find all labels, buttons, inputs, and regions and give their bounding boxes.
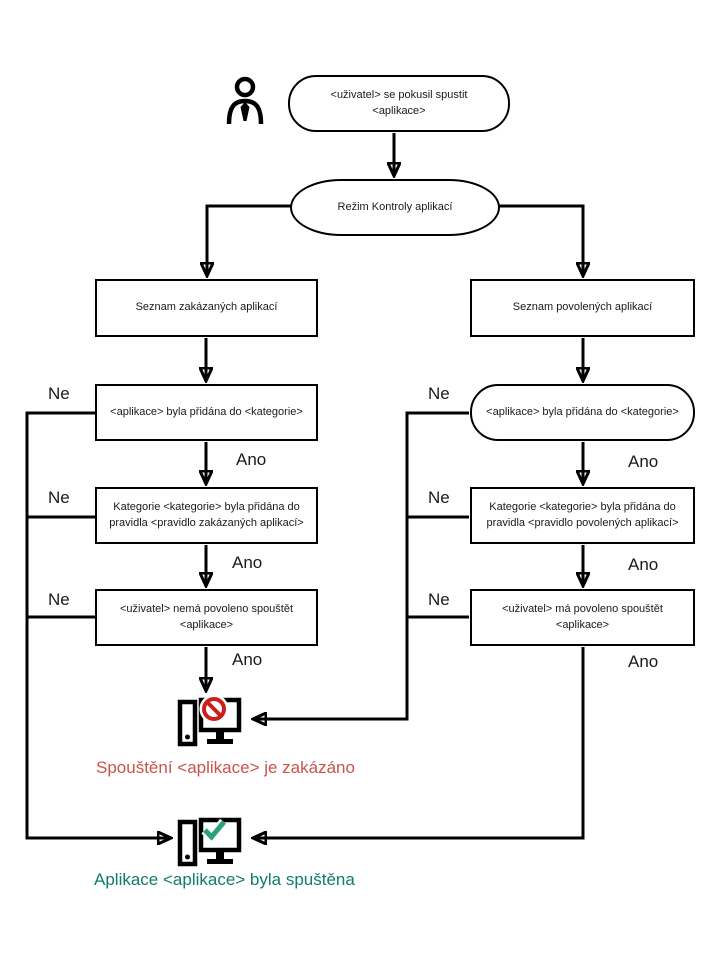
label-allowed-no-2: Ne: [428, 488, 450, 507]
edge-allowed-step3-started: [254, 647, 585, 838]
node-denied-category-check: <aplikace> byla přidána do <kategorie>: [95, 384, 318, 441]
node-denied-list: Seznam zakázaných aplikací: [95, 279, 318, 337]
edge-denied-no-rail: [25, 411, 170, 838]
node-allowed-rule-check-line1: Kategorie <kategorie> byla přidána do: [489, 501, 676, 514]
label-allowed-yes-3: Ano: [628, 652, 659, 671]
label-denied-yes-1: Ano: [236, 450, 267, 469]
node-allowed-user-check-line1: <uživatel> má povoleno spouštět: [502, 603, 663, 616]
node-control-mode: Režim Kontroly aplikací: [290, 179, 500, 236]
node-denied-user-check-line1: <uživatel> nemá povoleno spouštět: [119, 603, 294, 616]
node-control-mode-label: Režim Kontroly aplikací: [337, 200, 453, 213]
node-allowed-user-check-line2: <aplikace>: [555, 618, 610, 631]
node-denied-rule-check: Kategorie <kategorie> byla přidána do pr…: [95, 487, 318, 544]
label-denied-no-1: Ne: [48, 384, 70, 403]
label-allowed-no-3: Ne: [428, 590, 450, 609]
node-allowed-rule-check: Kategorie <kategorie> byla přidána do pr…: [470, 487, 695, 544]
computer-blocked-icon: [177, 694, 242, 747]
label-allowed-yes-1: Ano: [628, 452, 659, 471]
node-denied-category-check-label: <aplikace> byla přidána do <kategorie>: [110, 405, 303, 418]
started-result-text: Aplikace <aplikace> byla spuštěna: [94, 870, 355, 889]
label-denied-no-2: Ne: [48, 488, 70, 507]
node-allowed-category-check: <aplikace> byla přidána do <kategorie>: [470, 384, 695, 441]
node-allowed-list: Seznam povolených aplikací: [470, 279, 695, 337]
label-denied-yes-2: Ano: [232, 553, 263, 572]
edge-mode-denied-list: [207, 204, 294, 275]
node-denied-user-check-line2: <aplikace>: [179, 618, 234, 631]
node-denied-rule-check-line2: pravidla <pravidlo zakázaných aplikací>: [109, 516, 304, 529]
node-allowed-user-check: <uživatel> má povoleno spouštět <aplikac…: [470, 589, 695, 646]
edge-mode-allowed-list: [496, 204, 583, 275]
edge-allowed-no-rail: [254, 411, 469, 719]
node-start-line1: <uživatel> se pokusil spustit: [330, 89, 468, 102]
node-allowed-list-label: Seznam povolených aplikací: [512, 301, 653, 314]
node-allowed-rule-check-line2: pravidla <pravidlo povolených aplikací>: [486, 516, 679, 529]
node-allowed-category-check-label: <aplikace> byla přidána do <kategorie>: [486, 405, 679, 418]
label-denied-no-3: Ne: [48, 590, 70, 609]
node-denied-rule-check-line1: Kategorie <kategorie> byla přidána do: [113, 501, 300, 514]
blocked-result-text: Spouštění <aplikace> je zakázáno: [96, 758, 355, 777]
node-start: <uživatel> se pokusil spustit <aplikace>: [288, 75, 510, 132]
node-denied-list-label: Seznam zakázaných aplikací: [135, 301, 278, 314]
label-allowed-no-1: Ne: [428, 384, 450, 403]
label-denied-yes-3: Ano: [232, 650, 263, 669]
node-denied-user-check: <uživatel> nemá povoleno spouštět <aplik…: [95, 589, 318, 646]
label-allowed-yes-2: Ano: [628, 555, 659, 574]
user-icon: [226, 76, 264, 125]
computer-started-icon: [177, 817, 242, 867]
node-start-line2: <aplikace>: [372, 104, 426, 117]
